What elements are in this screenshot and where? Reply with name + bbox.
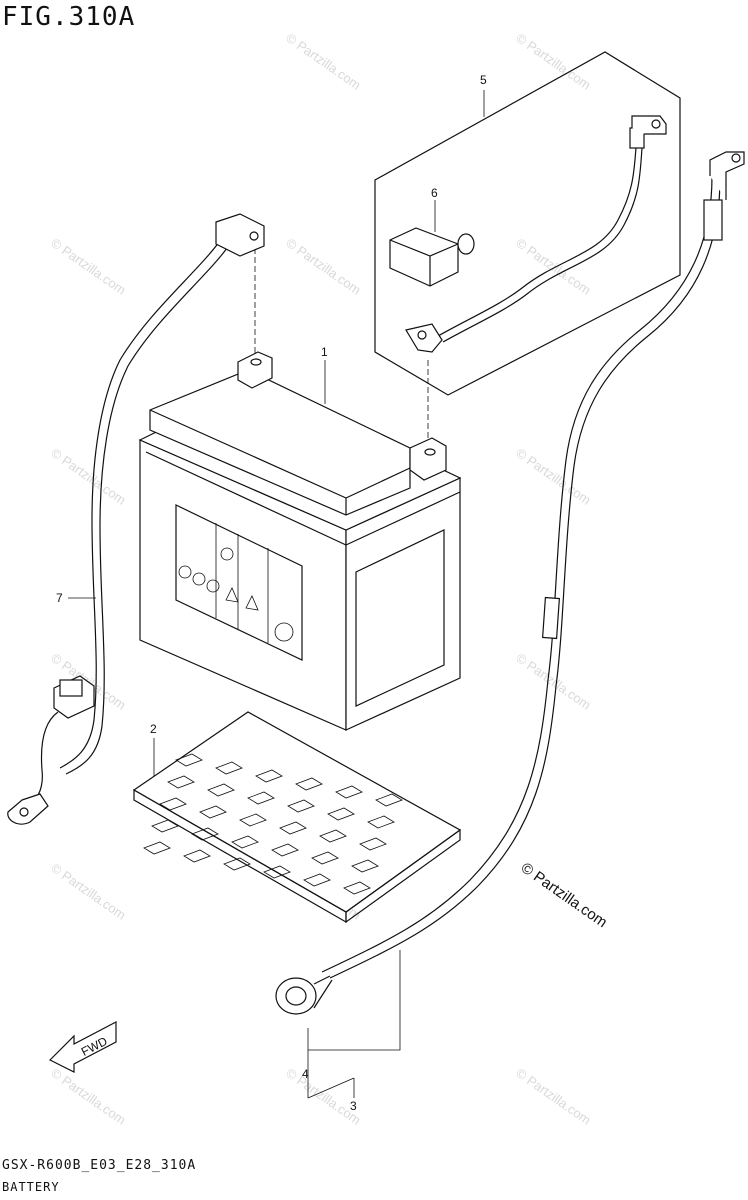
callout-6: 6 <box>431 186 438 200</box>
tray-slot <box>143 841 171 855</box>
part-5-battery-cable <box>405 115 667 353</box>
watermark: © Partzilla.com <box>283 235 363 298</box>
callout-3: 3 <box>350 1099 357 1113</box>
watermark: © Partzilla.com <box>513 1065 593 1128</box>
figure-title: FIG.310A <box>2 2 136 32</box>
watermark: © Partzilla.com <box>513 235 593 298</box>
tray-slot <box>175 753 203 767</box>
tray-slot <box>311 851 339 865</box>
tray-slot <box>327 807 355 821</box>
tray-slot <box>343 881 371 895</box>
tray-slot <box>159 797 187 811</box>
watermark: © Partzilla.com <box>48 235 128 298</box>
watermark: © Partzilla.com <box>48 445 128 508</box>
watermark-prominent: © Partzilla.com <box>518 859 611 931</box>
tray-slot <box>247 791 275 805</box>
watermark: © Partzilla.com <box>283 30 363 93</box>
assembly-guide-lines <box>254 248 429 450</box>
forward-direction-arrow: FWD <box>48 1021 117 1073</box>
part-7-lead-wire: 7 <box>7 213 265 825</box>
tray-slot <box>263 865 291 879</box>
watermark: © Partzilla.com <box>513 650 593 713</box>
tray-slot <box>351 859 379 873</box>
tray-slot <box>279 821 307 835</box>
callout-2: 2 <box>150 722 157 736</box>
callout-1: 1 <box>321 345 328 359</box>
part-3-long-cable: 3 4 <box>275 151 745 1113</box>
part-5-cable-assembly-frame: 5 <box>374 51 681 396</box>
model-code: GSX-R600B_E03_E28_310A <box>2 1158 197 1173</box>
callout-4: 4 <box>302 1067 309 1081</box>
tray-slot <box>215 761 243 775</box>
tray-slot <box>231 835 259 849</box>
tray-slot <box>295 777 323 791</box>
tray-slot <box>199 805 227 819</box>
tray-slot <box>359 837 387 851</box>
callout-7: 7 <box>56 591 63 605</box>
tray-slot <box>375 793 403 807</box>
callout-5: 5 <box>480 73 487 87</box>
tray-slot <box>255 769 283 783</box>
tray-slot <box>335 785 363 799</box>
tray-slot <box>207 783 235 797</box>
tray-slot-grid <box>143 753 403 895</box>
tray-slot <box>319 829 347 843</box>
tray-slot <box>191 827 219 841</box>
tray-slot <box>271 843 299 857</box>
watermark: © Partzilla.com <box>48 1065 128 1128</box>
watermark: © Partzilla.com <box>48 860 128 923</box>
section-name: BATTERY <box>2 1180 60 1194</box>
part-1-battery: 1 <box>138 345 462 731</box>
tray-slot <box>303 873 331 887</box>
tray-slot <box>183 849 211 863</box>
tray-slot <box>367 815 395 829</box>
tray-slot <box>287 799 315 813</box>
tray-slot <box>223 857 251 871</box>
tray-slot <box>151 819 179 833</box>
part-2-battery-tray: 2 <box>132 711 462 924</box>
watermark: © Partzilla.com <box>283 1065 363 1128</box>
watermark: © Partzilla.com <box>513 445 593 508</box>
part-6-terminal-cover: 6 <box>389 186 475 287</box>
tray-slot <box>167 775 195 789</box>
tray-slot <box>239 813 267 827</box>
watermark: © Partzilla.com <box>513 30 593 93</box>
